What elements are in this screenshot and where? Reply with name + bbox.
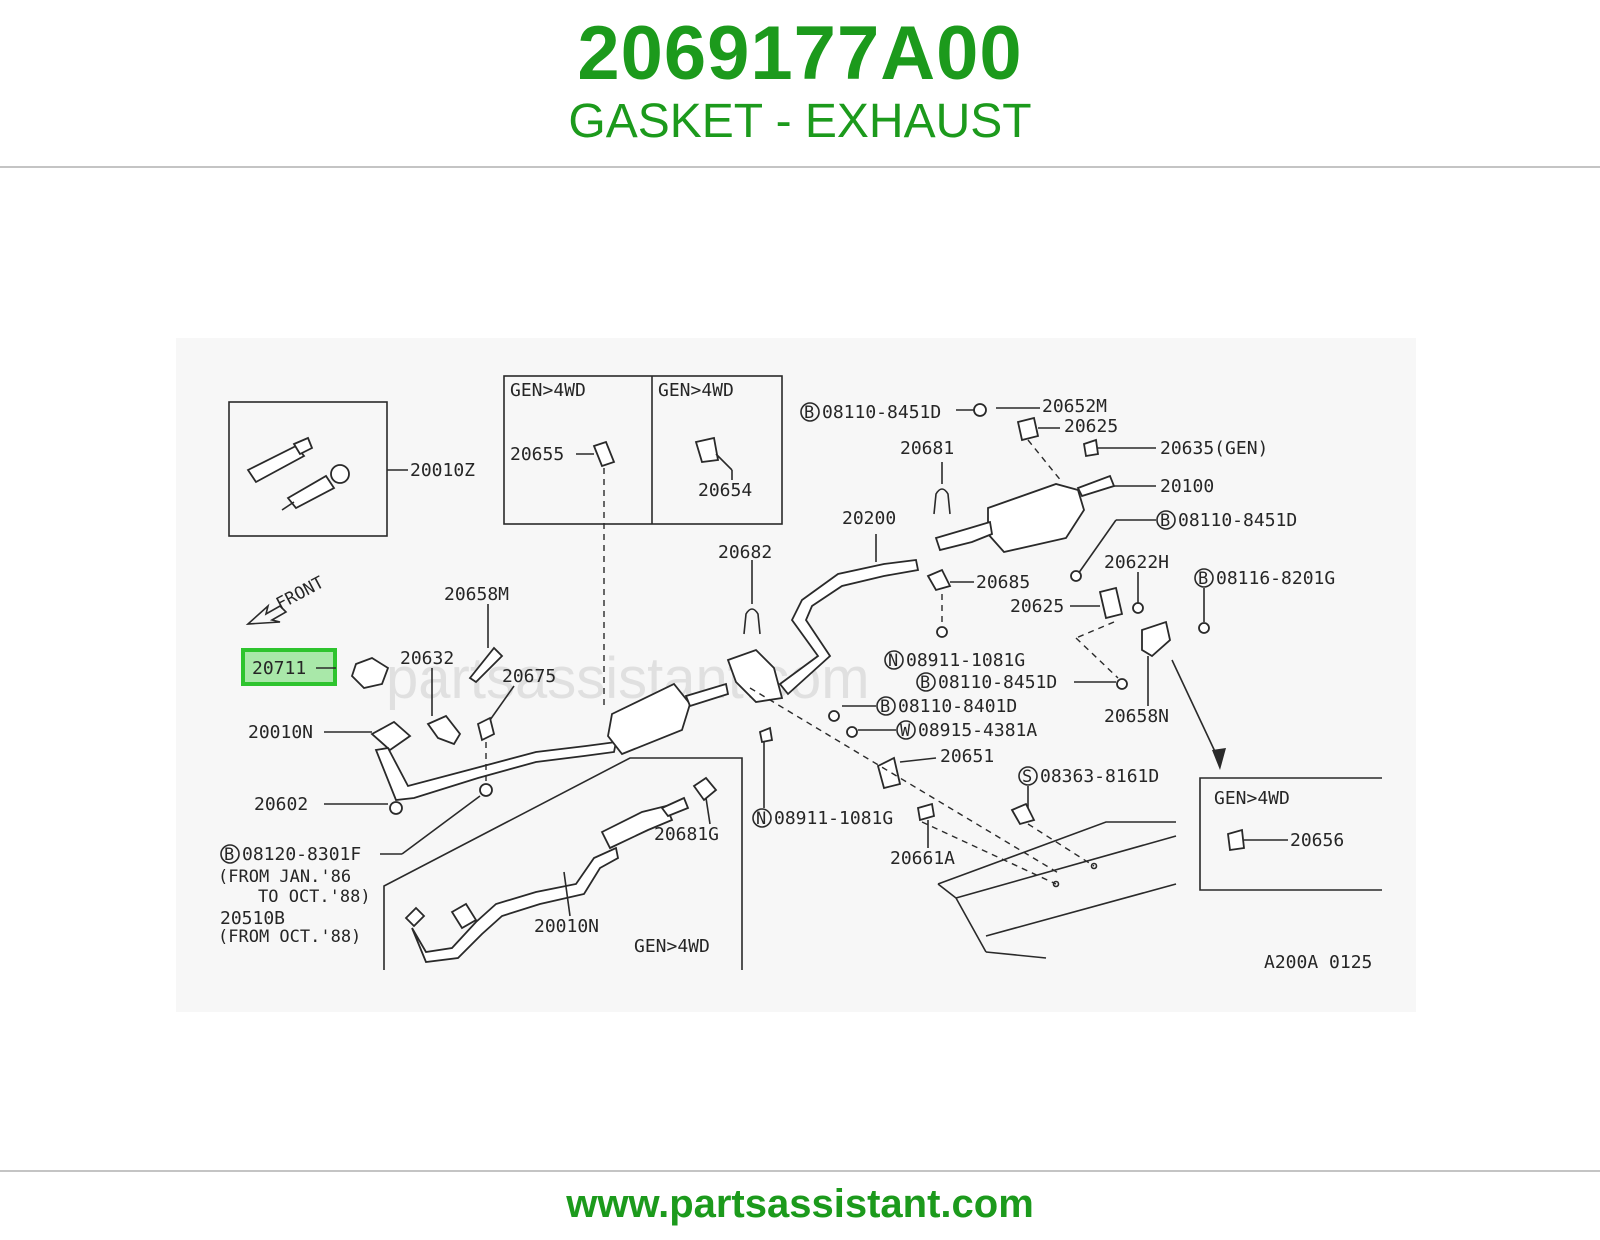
svg-text:B: B: [920, 673, 930, 693]
svg-text:W: W: [900, 721, 911, 741]
svg-text:B: B: [224, 845, 234, 865]
kit-box-20010Z: [228, 401, 388, 537]
diagram-canvas: partsassistant.com 20010Z FRONT 20711 20…: [218, 375, 1382, 973]
fastener-label-f5: 08110-8451D: [938, 672, 1057, 693]
label-20635: 20635(GEN): [1160, 438, 1268, 459]
fastener-label-f10: 08120-8301F: [242, 844, 361, 865]
label-20010N-lower: 20010N: [534, 916, 599, 937]
label-20625-lower: 20625: [1010, 596, 1064, 617]
reference-code: A200A 0125: [1264, 952, 1372, 973]
label-20711: 20711: [252, 658, 306, 679]
label-20656: 20656: [1290, 830, 1344, 851]
front-label: FRONT: [273, 573, 328, 615]
insulator-20635-icon: [1082, 438, 1100, 458]
variant-label-box-c: GEN>4WD: [1214, 788, 1290, 809]
svg-text:B: B: [804, 403, 814, 423]
label-20632: 20632: [400, 648, 454, 669]
ubolt-20681-icon: [933, 488, 951, 515]
variant-label-lower: GEN>4WD: [634, 936, 710, 957]
variant-label-box-a: GEN>4WD: [510, 380, 586, 401]
svg-text:B: B: [1198, 569, 1208, 589]
bracket-20658M-icon: [468, 646, 504, 684]
ubolt-20682-icon: [743, 608, 761, 635]
label-20675: 20675: [502, 666, 556, 687]
variant-box-lower: [383, 757, 743, 970]
label-20661A: 20661A: [890, 848, 955, 869]
label-20625-upper: 20625: [1064, 416, 1118, 437]
bracket-20655-icon: [592, 440, 616, 468]
chassis-floor-icon: [937, 821, 1177, 959]
arrow-head-icon: [1212, 748, 1226, 770]
label-20010N-upper: 20010N: [248, 722, 313, 743]
rear-muffler-20100-icon: [934, 474, 1116, 553]
label-20602: 20602: [254, 794, 308, 815]
label-20622H: 20622H: [1104, 552, 1169, 573]
label-20200: 20200: [842, 508, 896, 529]
svg-text:S: S: [1022, 767, 1032, 787]
footer-divider: [0, 1170, 1600, 1172]
label-20510B: 20510B: [220, 908, 285, 929]
gasket-20711-icon: [350, 657, 390, 689]
label-20654: 20654: [698, 480, 752, 501]
variant-label-box-b: GEN>4WD: [658, 380, 734, 401]
center-muffler-icon: [607, 682, 730, 756]
fastener-label-f1: 08110-8451D: [822, 402, 941, 423]
variant-box-upper: [503, 375, 783, 525]
bracket-20654-icon: [694, 436, 720, 463]
bracket-20632-icon: [426, 714, 462, 746]
footer-website-link[interactable]: www.partsassistant.com: [566, 1182, 1034, 1226]
kit-muffler-icon: [246, 436, 350, 511]
label-20651: 20651: [940, 746, 994, 767]
bolt-20661A-icon: [916, 802, 936, 822]
nut-20602-icon: [389, 801, 403, 815]
label-20685: 20685: [976, 572, 1030, 593]
fastener-label-f6: 08110-8401D: [898, 696, 1017, 717]
note-to-oct-88: TO OCT.'88): [258, 887, 371, 907]
front-arrow-icon: [245, 603, 288, 625]
label-20010Z: 20010Z: [410, 460, 475, 481]
fastener-label-f3: 08116-8201G: [1216, 568, 1335, 589]
fastener-label-f8: 08363-8161D: [1040, 766, 1159, 787]
bracket-20656-icon: [1227, 828, 1245, 852]
bolt-upper-icon: [973, 403, 987, 417]
exhaust-parts-diagram: partsassistant.com 20010Z FRONT 20711 20…: [176, 338, 1416, 1012]
header-divider: [0, 166, 1600, 168]
part-name-subtitle: GASKET - EXHAUST: [568, 95, 1032, 148]
clamp-20675-icon: [476, 716, 496, 742]
label-20100: 20100: [1160, 476, 1214, 497]
page-header: 2069177A00 GASKET - EXHAUST: [0, 0, 1600, 168]
rear-pipe-20200-icon: [726, 559, 920, 703]
svg-text:N: N: [888, 651, 898, 671]
label-20655: 20655: [510, 444, 564, 465]
fastener-label-f4: 08911-1081G: [906, 650, 1025, 671]
fastener-label-f2: 08110-8451D: [1178, 510, 1297, 531]
front-pipe-lower-icon: [404, 776, 718, 963]
fastener-label-f9: 08911-1081G: [774, 808, 893, 829]
label-20652M: 20652M: [1042, 396, 1107, 417]
highlight-box-20711: [241, 648, 337, 686]
label-20681G: 20681G: [654, 824, 719, 845]
hanger-20625-upper-icon: [1016, 416, 1040, 442]
fastener-label-f7: 08915-4381A: [918, 720, 1037, 741]
part-number-title: 2069177A00: [577, 11, 1023, 96]
svg-text:B: B: [880, 697, 890, 717]
variant-box-right: [1199, 777, 1382, 891]
label-20681: 20681: [900, 438, 954, 459]
nut-lower-icon: [758, 726, 774, 744]
hanger-20625-lower-icon: [1098, 586, 1124, 620]
label-20658N: 20658N: [1104, 706, 1169, 727]
label-20658M: 20658M: [444, 584, 509, 605]
note-from-oct-88: (FROM OCT.'88): [218, 927, 361, 947]
hanger-20651-icon: [876, 756, 902, 790]
svg-text:N: N: [756, 809, 766, 829]
bracket-20685-icon: [926, 568, 952, 592]
svg-text:B: B: [1160, 511, 1170, 531]
label-20682: 20682: [718, 542, 772, 563]
note-from-jan-86: (FROM JAN.'86: [218, 867, 351, 887]
bracket-20658N-icon: [1141, 620, 1171, 658]
